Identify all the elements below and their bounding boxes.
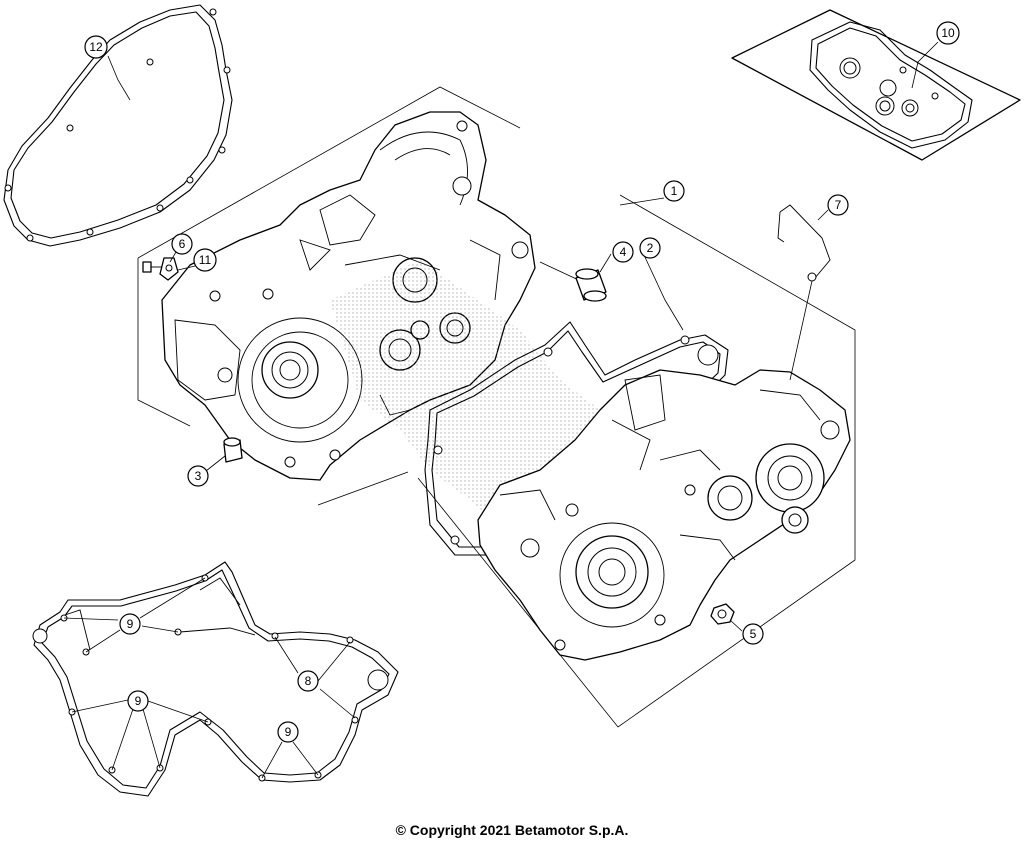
- svg-text:8: 8: [305, 674, 312, 688]
- svg-text:4: 4: [620, 245, 627, 259]
- callout-9-top: 9: [119, 613, 141, 635]
- clutch-cover-gasket: [3, 4, 233, 247]
- gasket-kit-sheet: [731, 9, 1021, 161]
- svg-text:10: 10: [941, 26, 955, 40]
- callout-6: 6: [171, 233, 193, 255]
- callout-10: 10: [936, 21, 960, 45]
- callout-9-middle: 9: [127, 690, 149, 712]
- copyright-notice: © Copyright 2021 Betamotor S.p.A.: [395, 822, 629, 838]
- callout-11: 11: [193, 248, 217, 272]
- assembly-outline: [137, 86, 856, 728]
- callout-4: 4: [612, 241, 634, 263]
- callout-8: 8: [297, 670, 319, 692]
- svg-text:1: 1: [671, 184, 678, 198]
- bushing-part-4: [575, 268, 607, 302]
- wire-clip-part-7: [777, 204, 831, 381]
- svg-text:7: 7: [835, 198, 842, 212]
- svg-text:9: 9: [285, 725, 292, 739]
- clip-part-11: [159, 257, 179, 281]
- svg-text:3: 3: [195, 469, 202, 483]
- right-crankcase-half: [477, 369, 851, 661]
- callout-2: 2: [639, 237, 661, 259]
- svg-text:11: 11: [199, 253, 212, 267]
- svg-text:9: 9: [127, 617, 134, 631]
- svg-text:5: 5: [750, 627, 757, 641]
- callout-1: 1: [663, 180, 685, 202]
- callout-9-bottom: 9: [277, 721, 299, 743]
- bushing-part-3: [223, 437, 243, 463]
- svg-text:6: 6: [179, 237, 186, 251]
- callout-5: 5: [742, 623, 764, 645]
- svg-text:12: 12: [89, 40, 103, 54]
- crankcase-bottom-gasket: [32, 561, 399, 797]
- callout-7: 7: [827, 194, 849, 216]
- callout-12: 12: [84, 35, 108, 59]
- callout-3: 3: [187, 465, 209, 487]
- svg-text:9: 9: [135, 694, 142, 708]
- leader-lines: [63, 41, 939, 779]
- plug-part-5: [710, 603, 735, 625]
- svg-text:2: 2: [647, 241, 654, 255]
